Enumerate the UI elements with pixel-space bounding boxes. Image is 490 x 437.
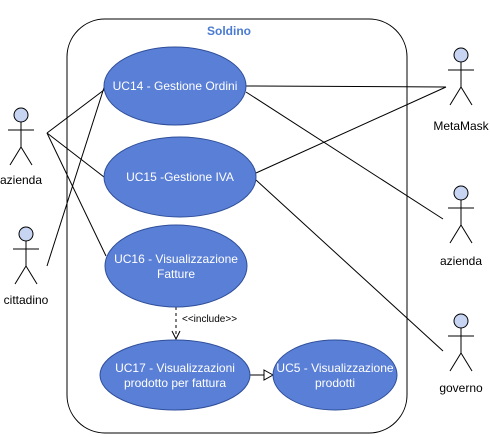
- uc5-label-line1: UC5 - Visualizzazione: [276, 361, 393, 375]
- stick-figure-icon: [8, 107, 34, 166]
- actor-label: cittadino: [4, 293, 49, 307]
- stick-figure-icon: [448, 185, 474, 244]
- uc15-label: UC15 -Gestione IVA: [126, 170, 234, 184]
- actor-metamask[interactable]: MetaMask: [433, 47, 490, 133]
- use-case-uc17[interactable]: UC17 - Visualizzazioni prodotto per fatt…: [99, 339, 251, 411]
- actor-label: MetaMask: [433, 119, 489, 133]
- actor-label: governo: [439, 381, 483, 395]
- actor-cittadino[interactable]: cittadino: [4, 226, 49, 307]
- use-case-uc5[interactable]: UC5 - Visualizzazione prodotti: [272, 339, 398, 411]
- uc16-label-line2: Fatture: [157, 267, 195, 281]
- uc16-label-line1: UC16 - Visualizzazione: [114, 252, 238, 266]
- actor-azienda-left[interactable]: azienda: [0, 107, 42, 187]
- include-label: <<include>>: [182, 314, 237, 325]
- include-arrow-head: [171, 330, 181, 341]
- assoc-azienda-uc14: [46, 89, 105, 134]
- stick-figure-icon: [448, 313, 474, 372]
- actor-label: azienda: [0, 173, 42, 187]
- assoc-azienda-uc16: [46, 132, 107, 257]
- assoc-cittadino-uc14: [46, 71, 110, 267]
- use-case-uc14[interactable]: UC14 - Gestione Ordini: [103, 46, 247, 126]
- uc17-label-line1: UC17 - Visualizzazioni: [115, 361, 235, 375]
- assoc-metamask-uc15: [255, 86, 447, 174]
- generalization-arrow-head: [263, 369, 275, 381]
- stick-figure-icon: [13, 226, 39, 285]
- actor-azienda-right[interactable]: azienda: [440, 185, 482, 268]
- use-case-uc15[interactable]: UC15 -Gestione IVA: [103, 136, 257, 218]
- associations: [46, 71, 447, 352]
- actor-label: azienda: [440, 254, 482, 268]
- actor-governo[interactable]: governo: [439, 313, 483, 395]
- assoc-azienda-right-uc14: [245, 91, 444, 220]
- uc5-label-line2: prodotti: [315, 376, 355, 390]
- uc17-label-line2: prodotto per fattura: [124, 376, 226, 390]
- assoc-metamask-uc14: [245, 85, 447, 88]
- use-case-uc16[interactable]: UC16 - Visualizzazione Fatture: [104, 224, 248, 308]
- system-title: Soldino: [207, 24, 251, 38]
- uc14-label: UC14 - Gestione Ordini: [113, 79, 238, 93]
- stick-figure-icon: [448, 47, 474, 106]
- assoc-azienda-uc15: [46, 132, 105, 178]
- assoc-governo-uc15: [255, 179, 444, 352]
